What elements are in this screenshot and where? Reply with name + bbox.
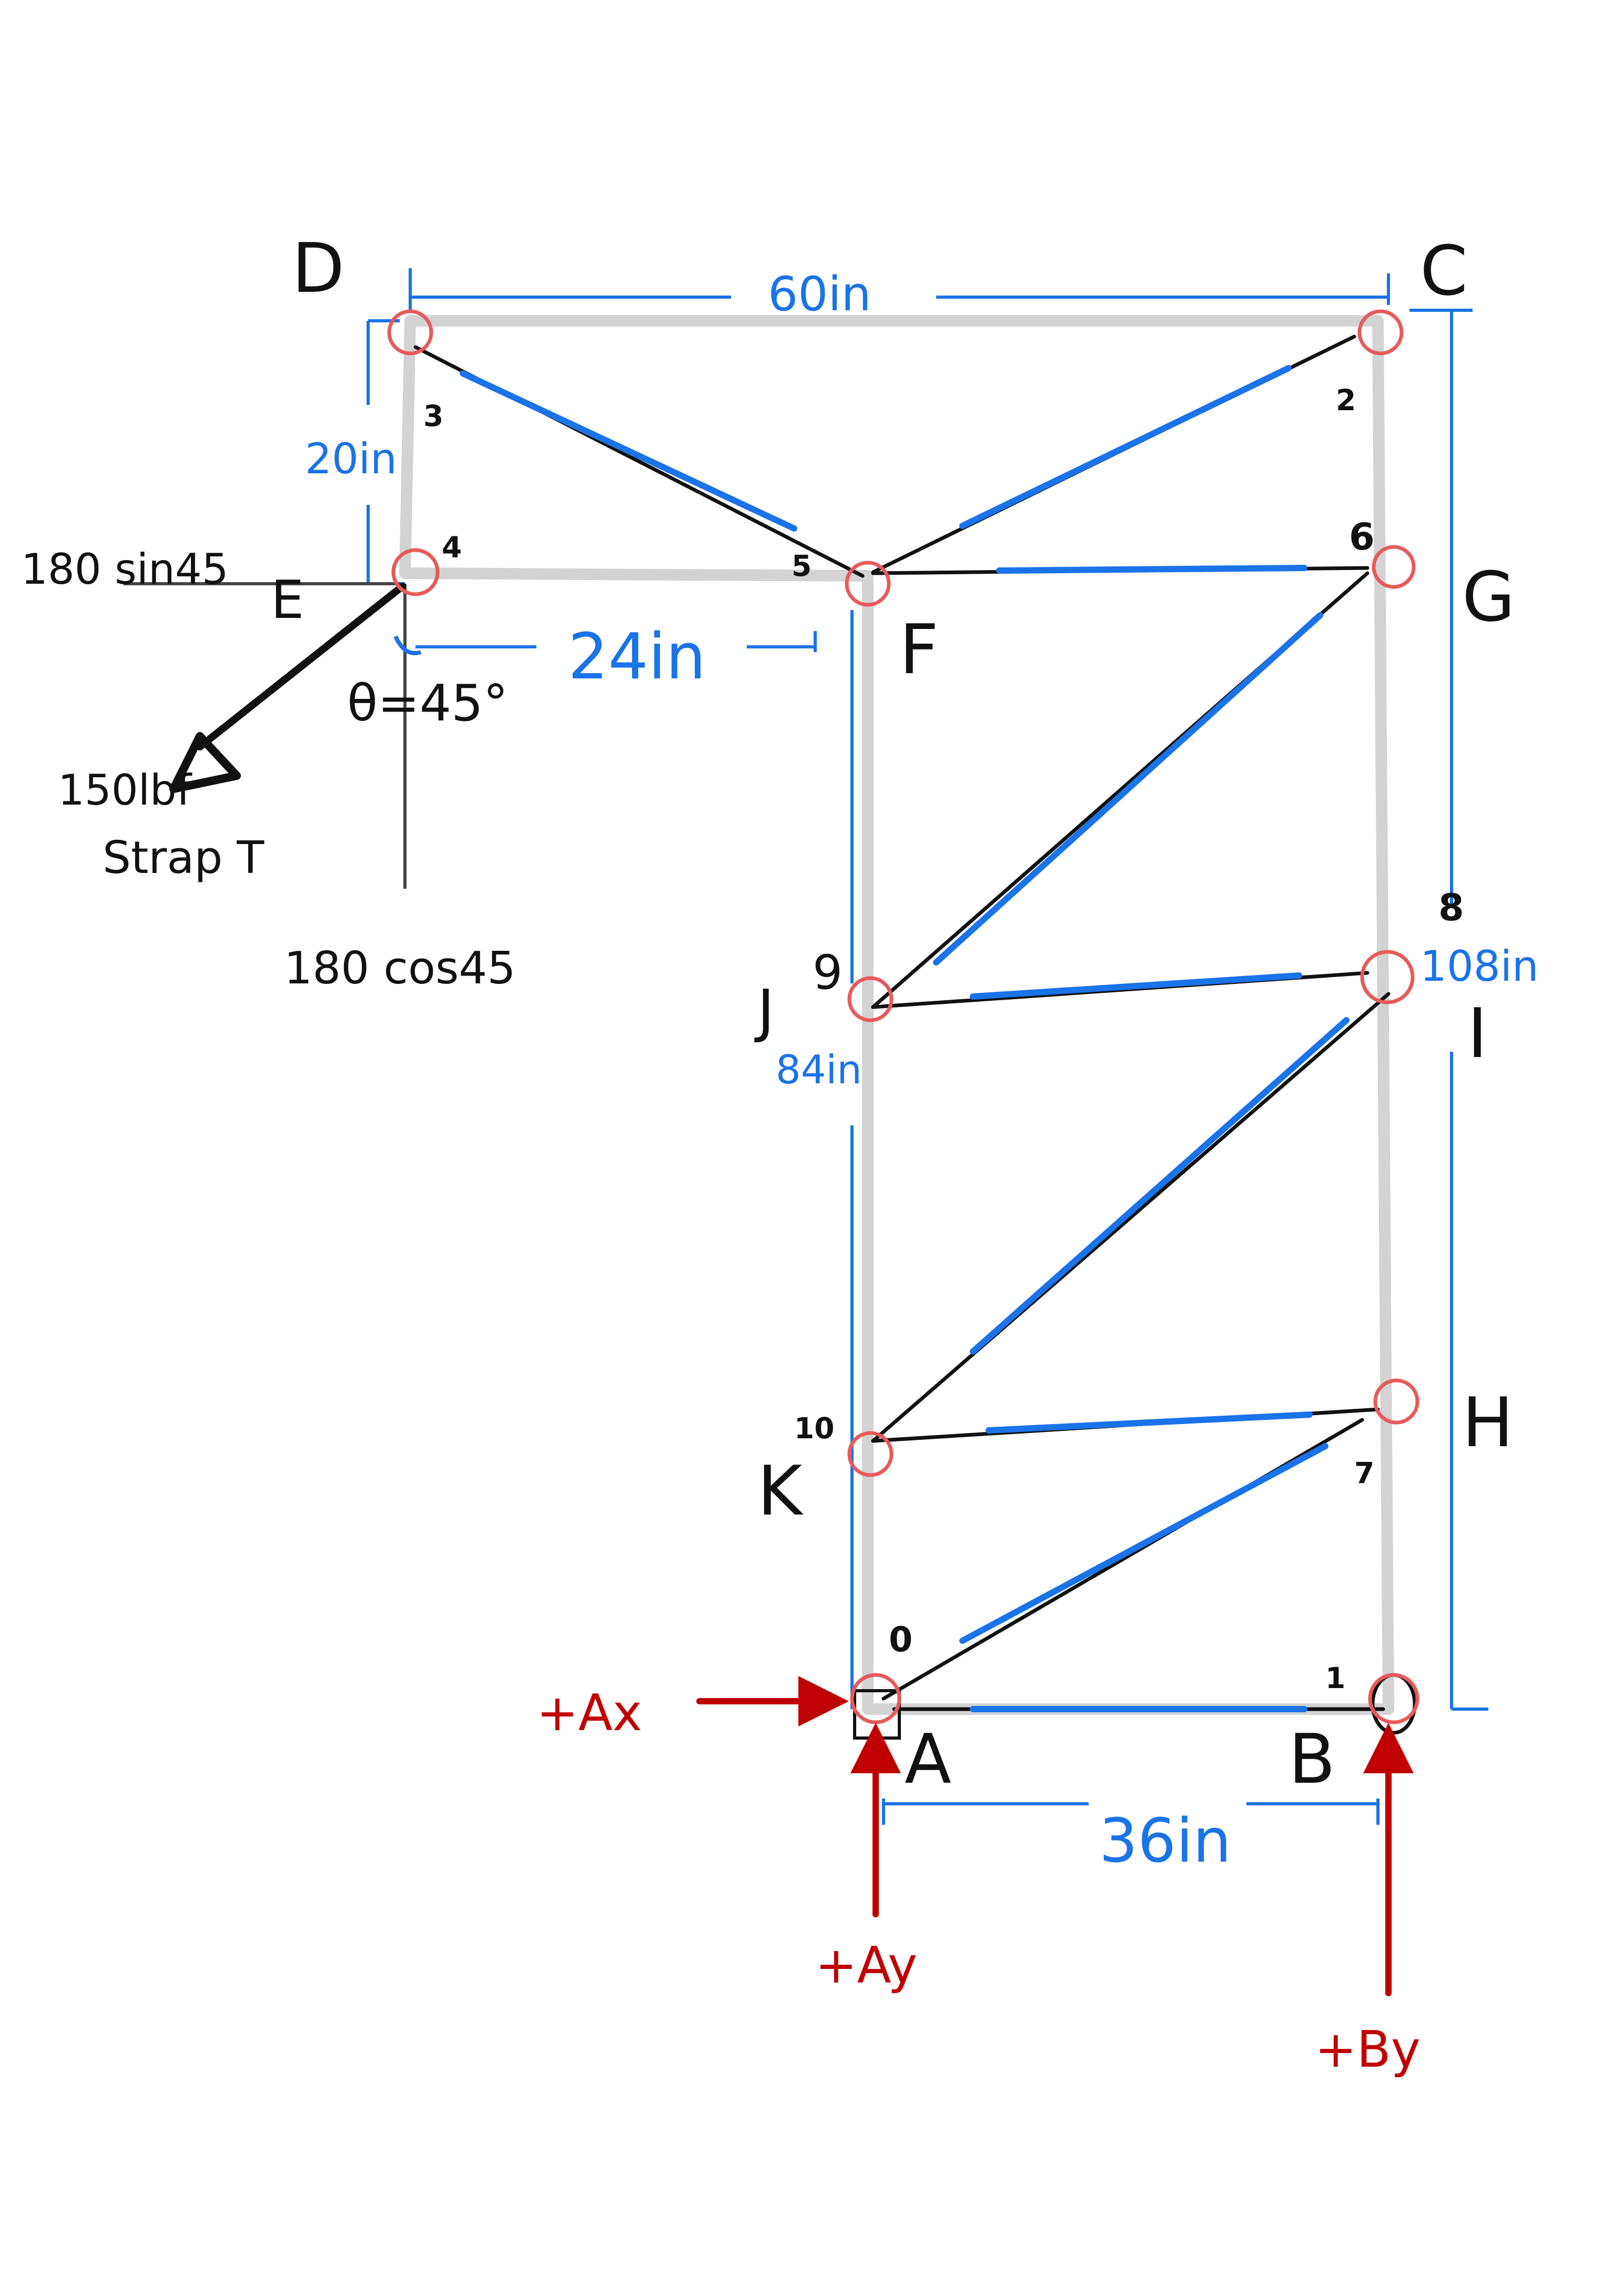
- joint-label-a: A: [905, 1719, 951, 1799]
- angle-arc: [393, 635, 422, 655]
- dimension-right: 108in: [1420, 942, 1539, 991]
- joint-number-e: 4: [442, 531, 462, 564]
- reaction-arrows: [696, 1676, 1414, 1996]
- reaction-ay-label: +Ay: [815, 1937, 917, 1995]
- joint-number-h: 7: [1354, 1456, 1374, 1490]
- joint-d: [387, 309, 433, 355]
- joint-label-f: F: [899, 609, 939, 689]
- joint-c: [1357, 309, 1404, 355]
- joint-label-i: I: [1467, 993, 1487, 1073]
- joint-j: [847, 976, 894, 1022]
- member-i-k: [871, 992, 1391, 1443]
- joint-label-k: K: [757, 1451, 804, 1531]
- joint-label-b: B: [1289, 1719, 1335, 1799]
- joint-number-i: 8: [1438, 886, 1464, 929]
- joint-g: [1372, 545, 1416, 589]
- joint-label-d: D: [292, 228, 344, 308]
- joint-number-b: 1: [1325, 1661, 1345, 1695]
- joint-label-h: H: [1462, 1383, 1514, 1462]
- joint-e: [391, 548, 440, 596]
- joint-label-e: E: [271, 569, 304, 631]
- joint-number-f: 5: [792, 549, 812, 583]
- truss-members: [413, 334, 1391, 1711]
- dimension-ef: 24in: [568, 621, 706, 694]
- frame-outline: [399, 315, 1394, 1715]
- joint-label-j: J: [754, 977, 774, 1044]
- load-horizontal-component: 180 sin45: [21, 545, 229, 594]
- load-vertical-component: 180 cos45: [284, 942, 515, 994]
- reaction-by-label: +By: [1315, 2021, 1421, 2079]
- joint-f: [845, 561, 891, 607]
- dimension-bottom: 36in: [1099, 1806, 1231, 1876]
- dimension-left: 20in: [305, 434, 397, 483]
- dimension-fk: 84in: [776, 1047, 862, 1093]
- joint-number-g: 6: [1349, 515, 1375, 558]
- dimension-lines: [367, 268, 1488, 1825]
- joint-circles: [387, 309, 1419, 1724]
- joint-a: [850, 1673, 901, 1724]
- joint-h: [1373, 1378, 1419, 1425]
- joint-label-g: G: [1462, 557, 1515, 637]
- reaction-ax-label: +Ax: [536, 1684, 642, 1742]
- load-angle: θ=45°: [347, 675, 508, 733]
- joint-number-c: 2: [1336, 383, 1356, 417]
- load-name: Strap T: [103, 832, 265, 884]
- load-reference-lines: [124, 582, 407, 889]
- dimension-top: 60in: [768, 267, 871, 322]
- joint-number-k: 10: [794, 1411, 835, 1445]
- strap-load-arrow: [169, 583, 406, 793]
- joint-number-d: 3: [423, 399, 443, 433]
- load-magnitude: 150lbf: [58, 766, 192, 815]
- joint-number-a: 0: [889, 1620, 912, 1660]
- joint-label-c: C: [1420, 231, 1468, 311]
- joint-b: [1368, 1673, 1419, 1724]
- joint-k: [847, 1431, 894, 1477]
- member-highlights: [460, 365, 1350, 1712]
- joint-i: [1360, 950, 1415, 1004]
- joint-number-j: 9: [813, 945, 843, 1000]
